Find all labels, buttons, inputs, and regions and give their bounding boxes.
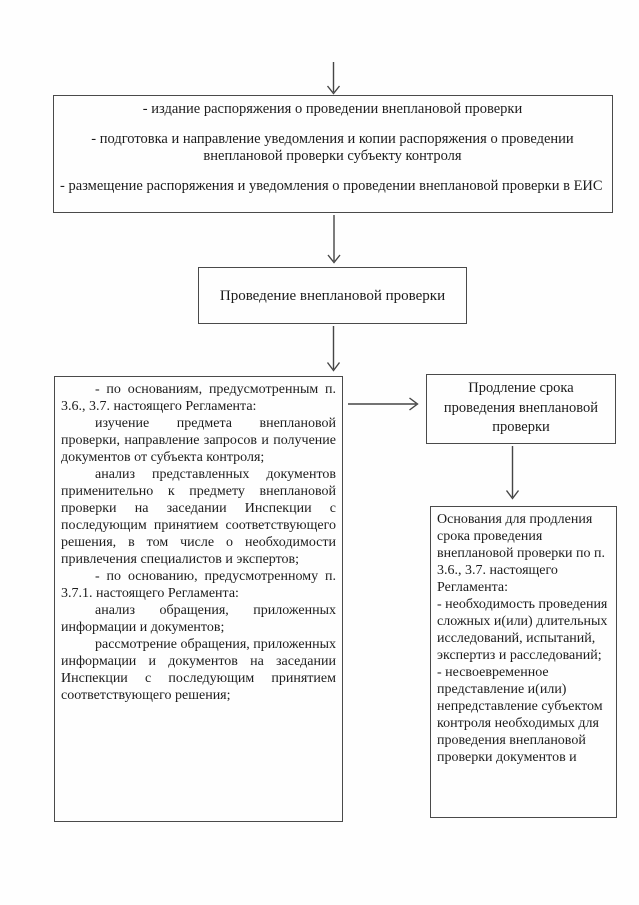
inspection-process-label: Проведение внеплановой проверки bbox=[219, 287, 446, 304]
grounds-late-submission: - несвоевременное представление и(или) н… bbox=[437, 665, 603, 765]
preparation-step-send-notice: - подготовка и направление уведомления и… bbox=[91, 131, 574, 164]
extension-label: Продление срока проведения внеплановой п… bbox=[443, 380, 599, 435]
grounds-complex-research: - необходимость проведения сложных и(или… bbox=[437, 597, 608, 663]
details-grounds-3-7-1: - по основанию, предусмотренному п. 3.7.… bbox=[61, 569, 336, 601]
details-analyze-documents: анализ представленных документов примени… bbox=[61, 467, 336, 567]
inspection-details-box: - по основаниям, предусмотренным п. 3.6.… bbox=[54, 376, 343, 822]
arrow-extension-box-to-grounds-box bbox=[505, 446, 520, 500]
preparation-steps-box: - издание распоряжения о проведении внеп… bbox=[53, 95, 613, 213]
details-study-subject: изучение предмета внеплановой проверки, … bbox=[61, 416, 336, 465]
arrow-process-box-to-left-box bbox=[326, 326, 341, 372]
preparation-step-publish-eis: - размещение распоряжения и уведомления … bbox=[60, 178, 603, 194]
inspection-process-box: Проведение внеплановой проверки bbox=[198, 267, 467, 324]
preparation-step-issue-order: - издание распоряжения о проведении внеп… bbox=[142, 101, 523, 117]
arrow-down-into-top-box bbox=[326, 62, 341, 95]
details-grounds-3-6-3-7: - по основаниям, предусмотренным п. 3.6.… bbox=[61, 382, 336, 414]
extension-grounds-box: Основания для продления срока проведения… bbox=[430, 506, 617, 818]
arrow-left-box-to-extension-box bbox=[348, 397, 419, 411]
grounds-heading: Основания для продления срока проведения… bbox=[437, 512, 606, 595]
details-review-appeal: рассмотрение обращения, приложенных инфо… bbox=[61, 637, 336, 703]
extension-box: Продление срока проведения внеплановой п… bbox=[426, 374, 616, 444]
details-analyze-appeal: анализ обращения, приложенных информации… bbox=[61, 603, 336, 635]
arrow-top-box-to-process-box bbox=[327, 215, 341, 264]
